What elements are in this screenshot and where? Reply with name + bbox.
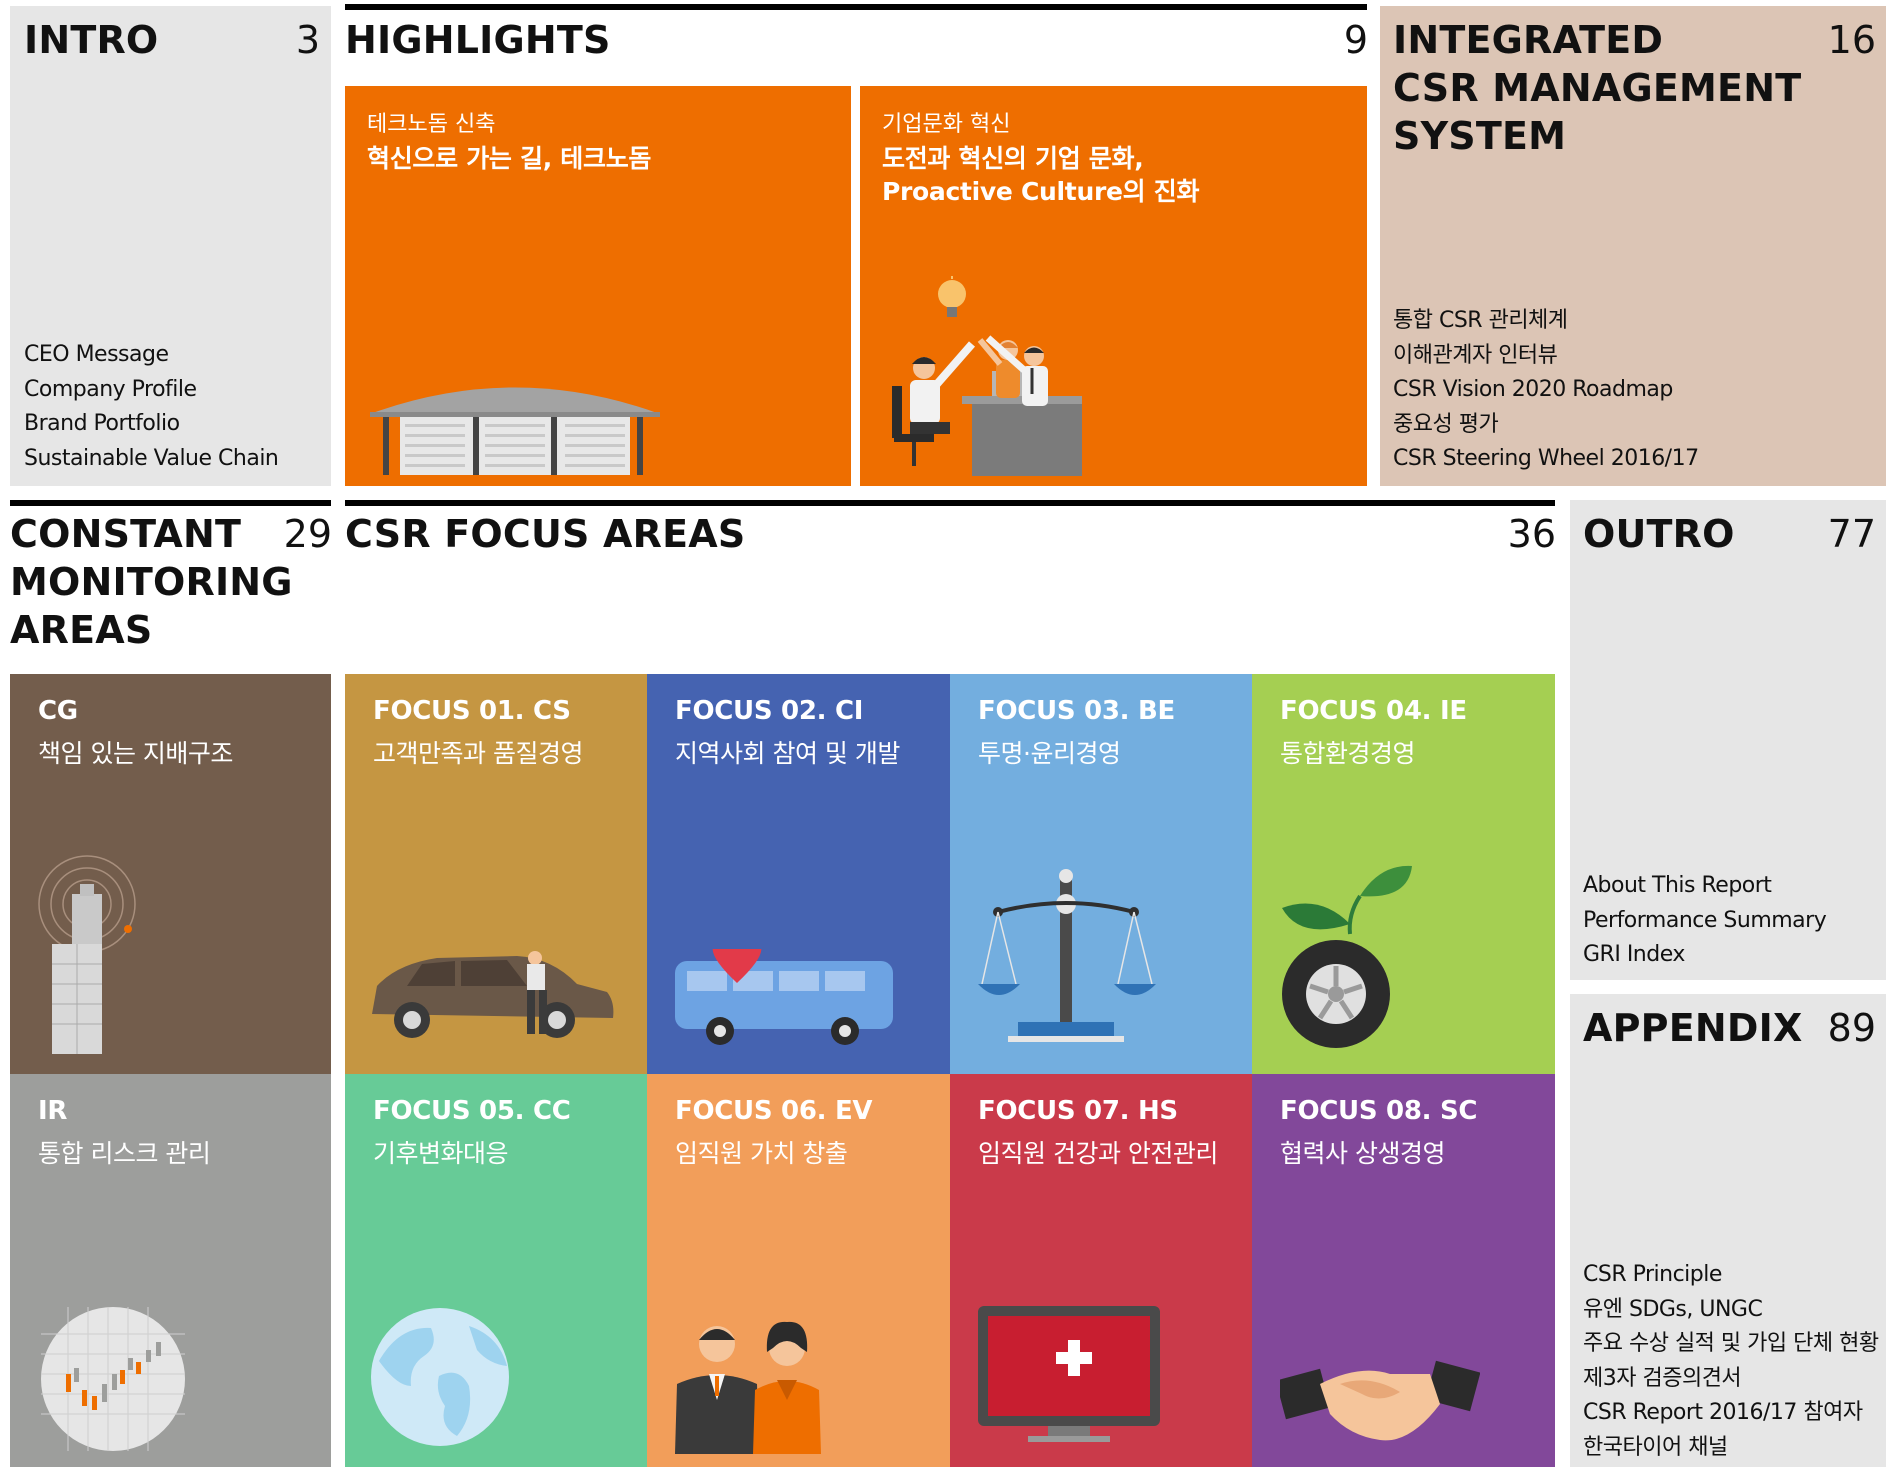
highlights-top-rule — [345, 4, 1367, 10]
focus-tile-ie[interactable]: FOCUS 04. IE 통합환경경영 — [1252, 674, 1555, 1074]
appendix-items: CSR Principle 유엔 SDGs, UNGC 주요 수상 실적 및 가… — [1583, 1258, 1879, 1465]
constant-page-number: 29 — [283, 512, 332, 556]
intro-title: INTRO — [24, 18, 159, 62]
highlight-tile-title: 도전과 혁신의 기업 문화, Proactive Culture의 진화 — [882, 144, 1200, 206]
tile-name: 임직원 건강과 안전관리 — [978, 1139, 1218, 1168]
tile-code: FOCUS 08. SC — [1280, 1096, 1478, 1126]
intro-panel[interactable] — [10, 6, 331, 486]
integrated-item[interactable]: CSR Steering Wheel 2016/17 — [1393, 446, 1699, 471]
highlights-page-number: 9 — [1343, 18, 1368, 62]
focus-page-number: 36 — [1507, 512, 1556, 556]
monitor-tile-cg[interactable]: CG 책임 있는 지배구조 — [10, 674, 331, 1074]
employees-illustration — [675, 1321, 821, 1454]
outro-item[interactable]: GRI Index — [1583, 942, 1685, 967]
intro-item[interactable]: Company Profile — [24, 376, 197, 402]
tile-name: 협력사 상생경영 — [1280, 1139, 1445, 1168]
appendix-page-number: 89 — [1827, 1006, 1876, 1050]
focus-title: CSR FOCUS AREAS — [345, 512, 746, 556]
intro-item[interactable]: Sustainable Value Chain — [24, 445, 279, 471]
appendix-item[interactable]: 제3자 검증의견서 — [1583, 1365, 1742, 1391]
monitor-tile-ir[interactable]: IR 통합 리스크 관리 — [10, 1074, 331, 1467]
outro-panel[interactable] — [1570, 500, 1886, 980]
tile-code: FOCUS 07. HS — [978, 1096, 1178, 1126]
constant-top-rule — [10, 500, 331, 506]
focus-tile-hs[interactable]: FOCUS 07. HS 임직원 건강과 안전관리 — [950, 1074, 1252, 1467]
integrated-panel[interactable] — [1380, 6, 1886, 486]
earth-globe-icon — [371, 1308, 509, 1446]
outro-page-number: 77 — [1827, 512, 1876, 556]
appendix-title: APPENDIX — [1583, 1006, 1803, 1050]
highlight-tile-sub: 테크노돔 신축 — [367, 112, 496, 137]
focus-tile-be[interactable]: FOCUS 03. BE 투명·윤리경영 — [950, 674, 1252, 1074]
intro-item[interactable]: CEO Message — [24, 342, 169, 367]
focus-tile-cs[interactable]: FOCUS 01. CS 고객만족과 품질경영 — [345, 674, 647, 1074]
risk-globe-chart-illustration — [41, 1307, 185, 1451]
outro-items: About This Report Performance Summary GR… — [1583, 869, 1827, 973]
highlight-tile-culture[interactable]: 기업문화 혁신 도전과 혁신의 기업 문화, Proactive Culture… — [860, 86, 1367, 486]
outro-title: OUTRO — [1583, 512, 1735, 556]
tile-name: 통합 리스크 관리 — [38, 1139, 211, 1168]
technodome-illustration — [370, 387, 660, 475]
tile-name: 책임 있는 지배구조 — [38, 739, 233, 768]
highlights-title: HIGHLIGHTS — [345, 18, 611, 62]
highlight-tile-title: 혁신으로 가는 길, 테크노돔 — [367, 144, 652, 173]
highlight-tile-sub: 기업문화 혁신 — [882, 112, 1011, 137]
constant-title: CONSTANT MONITORING AREAS — [10, 512, 293, 652]
intro-item[interactable]: Brand Portfolio — [24, 411, 180, 436]
appendix-item[interactable]: 주요 수상 실적 및 가입 단체 현황 — [1583, 1331, 1879, 1356]
integrated-items: 통합 CSR 관리체계 이해관계자 인터뷰 CSR Vision 2020 Ro… — [1393, 304, 1699, 477]
tile-code: CG — [38, 696, 78, 726]
tile-name: 고객만족과 품질경영 — [373, 739, 583, 768]
tile-name: 임직원 가치 창출 — [675, 1139, 848, 1168]
building-radar-illustration — [38, 855, 136, 1054]
appendix-panel[interactable] — [1570, 994, 1886, 1467]
tile-code: FOCUS 03. BE — [978, 696, 1175, 726]
outro-item[interactable]: Performance Summary — [1583, 907, 1827, 933]
tile-code: IR — [38, 1096, 68, 1126]
tile-code: FOCUS 01. CS — [373, 696, 571, 726]
outro-item[interactable]: About This Report — [1583, 873, 1772, 898]
integrated-page-number: 16 — [1827, 18, 1876, 62]
tile-code: FOCUS 06. EV — [675, 1096, 873, 1126]
handshake-icon — [1280, 1360, 1480, 1441]
justice-scale-icon — [978, 869, 1156, 1042]
tile-name: 투명·윤리경영 — [978, 739, 1121, 768]
focus-tile-ev[interactable]: FOCUS 06. EV 임직원 가치 창출 — [647, 1074, 950, 1467]
medical-cross-monitor-icon — [978, 1306, 1160, 1442]
tile-name: 통합환경경영 — [1280, 739, 1416, 768]
appendix-item[interactable]: CSR Principle — [1583, 1262, 1722, 1287]
tile-name: 기후변화대응 — [373, 1139, 509, 1168]
integrated-item[interactable]: CSR Vision 2020 Roadmap — [1393, 377, 1673, 402]
integrated-item[interactable]: 통합 CSR 관리체계 — [1393, 308, 1568, 333]
focus-top-rule — [345, 500, 1555, 506]
tile-code: FOCUS 05. CC — [373, 1096, 571, 1126]
intro-page-number: 3 — [295, 18, 320, 62]
focus-tile-sc[interactable]: FOCUS 08. SC 협력사 상생경영 — [1252, 1074, 1555, 1467]
focus-tile-ci[interactable]: FOCUS 02. CI 지역사회 참여 및 개발 — [647, 674, 950, 1074]
tile-code: FOCUS 02. CI — [675, 696, 864, 726]
highlight-tile-technodome[interactable]: 테크노돔 신축 혁신으로 가는 길, 테크노돔 — [345, 86, 851, 486]
heart-bus-illustration — [675, 949, 893, 1045]
tile-name: 지역사회 참여 및 개발 — [675, 739, 900, 768]
focus-tile-cc[interactable]: FOCUS 05. CC 기후변화대응 — [345, 1074, 647, 1467]
appendix-item[interactable]: 한국타이어 채널 — [1583, 1434, 1728, 1460]
tile-code: FOCUS 04. IE — [1280, 696, 1467, 726]
appendix-item[interactable]: CSR Report 2016/17 참여자 — [1583, 1400, 1863, 1425]
team-high-five-illustration — [892, 276, 1082, 476]
sprout-tire-illustration — [1282, 865, 1412, 1048]
appendix-item[interactable]: 유엔 SDGs, UNGC — [1583, 1296, 1763, 1322]
integrated-title: INTEGRATED CSR MANAGEMENT SYSTEM — [1393, 18, 1802, 158]
integrated-item[interactable]: 중요성 평가 — [1393, 411, 1499, 437]
integrated-item[interactable]: 이해관계자 인터뷰 — [1393, 342, 1558, 368]
car-tire-service-illustration — [372, 951, 614, 1038]
intro-items: CEO Message Company Profile Brand Portfo… — [24, 338, 279, 476]
